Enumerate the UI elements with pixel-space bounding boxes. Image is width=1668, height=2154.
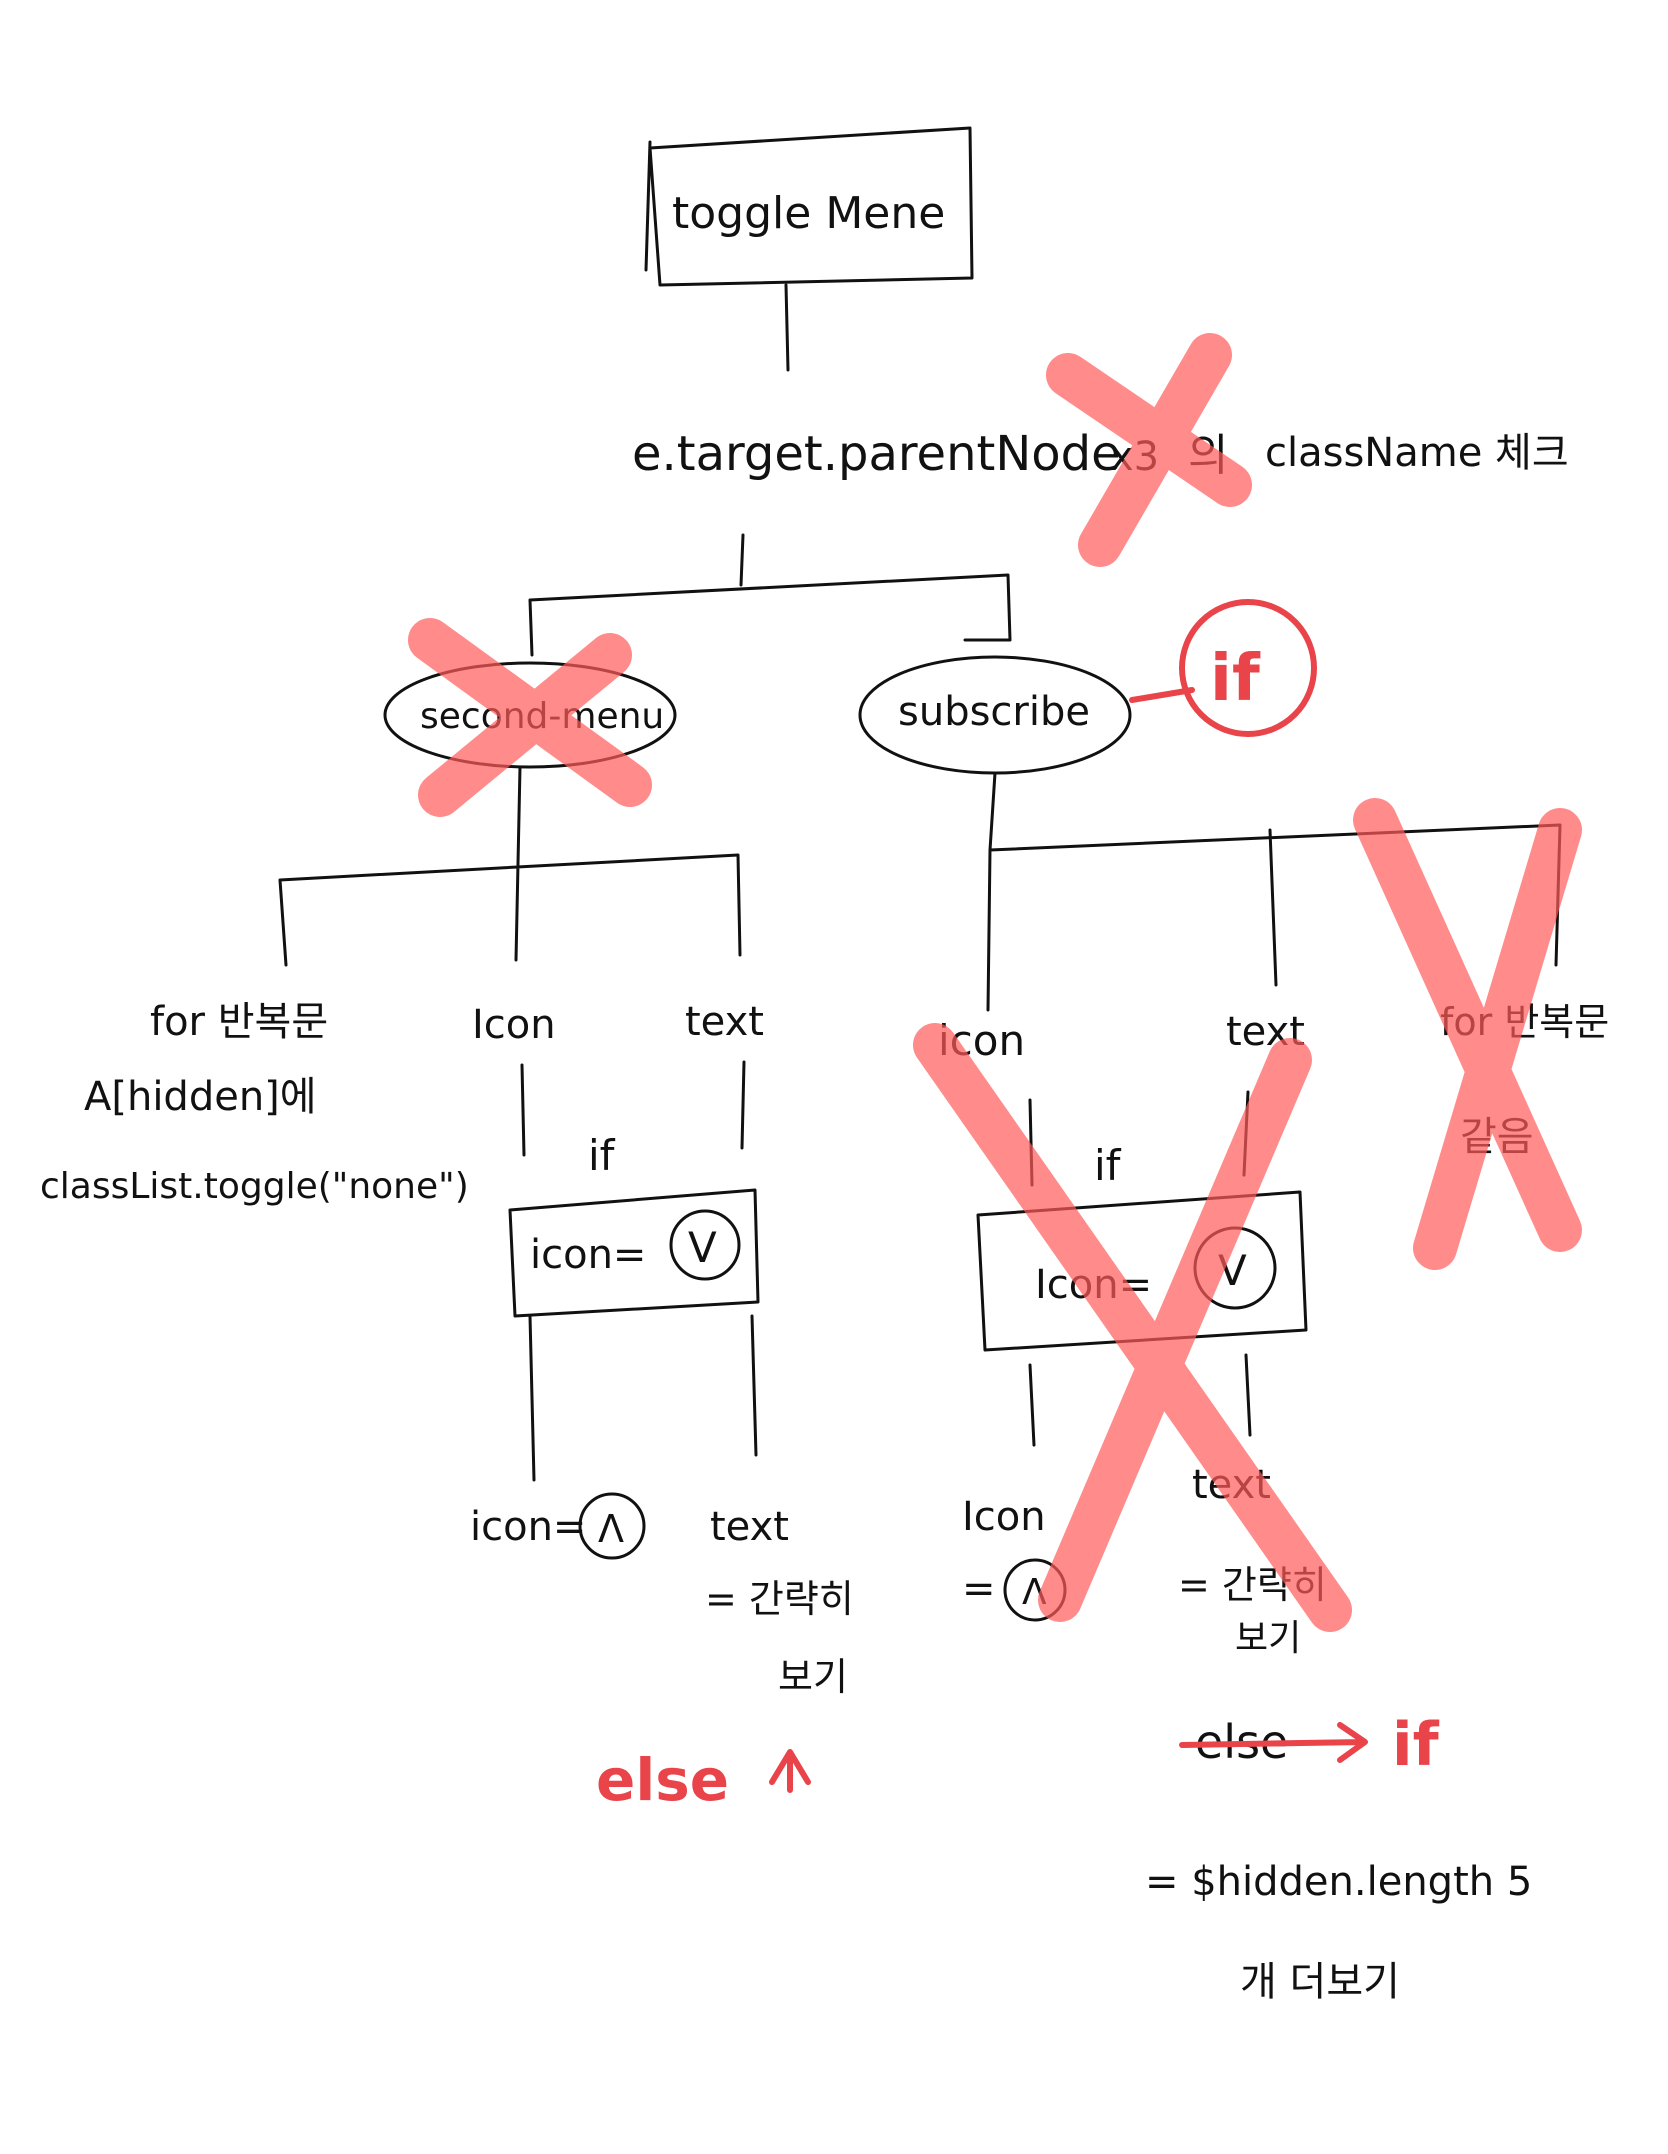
up-arrow-icon xyxy=(769,1749,811,1793)
second-menu-x-mark xyxy=(408,618,652,817)
left-icon-label: Icon xyxy=(472,1002,556,1048)
right-result-text-3: 보기 xyxy=(1235,1618,1301,1659)
left-result-icon: icon= Λ xyxy=(470,1492,646,1560)
left-for-line3: classList.toggle("none") xyxy=(40,1166,469,1207)
left-condition-symbol: V xyxy=(688,1223,717,1272)
right-more-2: 개 더보기 xyxy=(1240,1959,1400,2005)
root-label: toggle Mene xyxy=(672,188,945,239)
left-subtree-edges xyxy=(278,765,746,1157)
left-result-edges xyxy=(528,1314,758,1482)
left-result-icon-label: icon= xyxy=(470,1504,586,1550)
left-text-label: text xyxy=(685,999,764,1045)
right-subtree-x-mark xyxy=(913,1023,1352,1632)
left-else-annotation: else xyxy=(596,1746,811,1814)
left-for-block: for 반복문 A[hidden]에 classList.toggle("non… xyxy=(40,999,469,1207)
left-for-line2: A[hidden]에 xyxy=(84,1074,317,1120)
right-if-red-label: if xyxy=(1392,1710,1440,1780)
right-more-note: = $hidden.length 5 개 더보기 xyxy=(1145,1859,1532,2005)
left-condition-box: icon= V xyxy=(508,1188,760,1318)
left-else-label: else xyxy=(596,1746,729,1814)
right-result-icon-1: Icon xyxy=(962,1494,1046,1540)
check-text-a: e.target.parentNode xyxy=(632,426,1121,482)
left-if-label: if xyxy=(588,1131,616,1180)
left-result-text-3: 보기 xyxy=(778,1655,848,1699)
left-result-text-2: = 간략히 xyxy=(705,1577,854,1621)
left-result-text: text = 간략히 보기 xyxy=(705,1504,854,1699)
left-for-line1: for 반복문 xyxy=(150,999,328,1045)
right-result-edges xyxy=(1028,1353,1252,1447)
branch-subscribe: subscribe xyxy=(858,655,1132,775)
right-arrow-icon xyxy=(1179,1722,1368,1763)
left-result-text-1: text xyxy=(710,1504,789,1550)
subscribe-if-badge: if xyxy=(1129,599,1317,737)
right-for-x-mark xyxy=(1353,798,1582,1270)
edge-check-to-branches xyxy=(528,533,1012,657)
root-node: toggle Mene xyxy=(644,126,974,287)
right-result-icon-2: = xyxy=(962,1566,996,1612)
left-condition-label: icon= xyxy=(530,1232,646,1278)
edge-root-to-check xyxy=(784,283,790,372)
left-result-icon-symbol: Λ xyxy=(598,1507,624,1551)
right-if-label: if xyxy=(1094,1141,1122,1190)
check-text-d: className 체크 xyxy=(1265,430,1569,476)
branch-subscribe-label: subscribe xyxy=(898,689,1090,735)
right-more-1: = $hidden.length 5 xyxy=(1145,1859,1532,1905)
subscribe-if-label: if xyxy=(1210,642,1261,716)
right-else-if-annotation: else if xyxy=(1179,1710,1440,1780)
check-node: e.target.parentNode x3 의 className 체크 xyxy=(632,426,1569,482)
check-x-mark xyxy=(1046,333,1252,567)
